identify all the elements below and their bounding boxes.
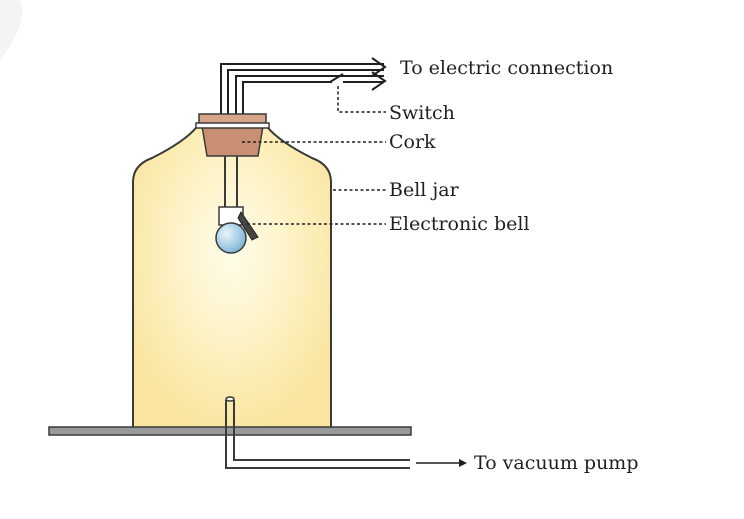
cork — [201, 125, 264, 157]
base-plate — [48, 426, 412, 436]
label-electric-connection: To electric connection — [400, 57, 614, 79]
arrow-head-upper — [371, 57, 387, 77]
bell-rod — [224, 156, 238, 210]
bell-hammer — [237, 211, 259, 241]
switch-lever — [329, 73, 344, 83]
bell-jar — [132, 123, 332, 429]
vacuum-tube-opening — [225, 396, 235, 402]
label-bell-jar: Bell jar — [389, 179, 459, 201]
bell-ball — [215, 222, 247, 254]
label-switch: Switch — [389, 102, 455, 124]
electric-wires — [220, 63, 384, 116]
arrow-head-lower — [371, 71, 387, 91]
vacuum-arrow-head — [459, 459, 467, 467]
label-electronic-bell: Electronic bell — [389, 213, 530, 235]
label-cork: Cork — [389, 131, 436, 153]
vacuum-tube — [225, 400, 410, 469]
corner-decoration — [0, 0, 23, 60]
label-vacuum-pump: To vacuum pump — [474, 452, 639, 474]
leader-lines — [242, 86, 386, 225]
cork-ring — [195, 122, 270, 129]
